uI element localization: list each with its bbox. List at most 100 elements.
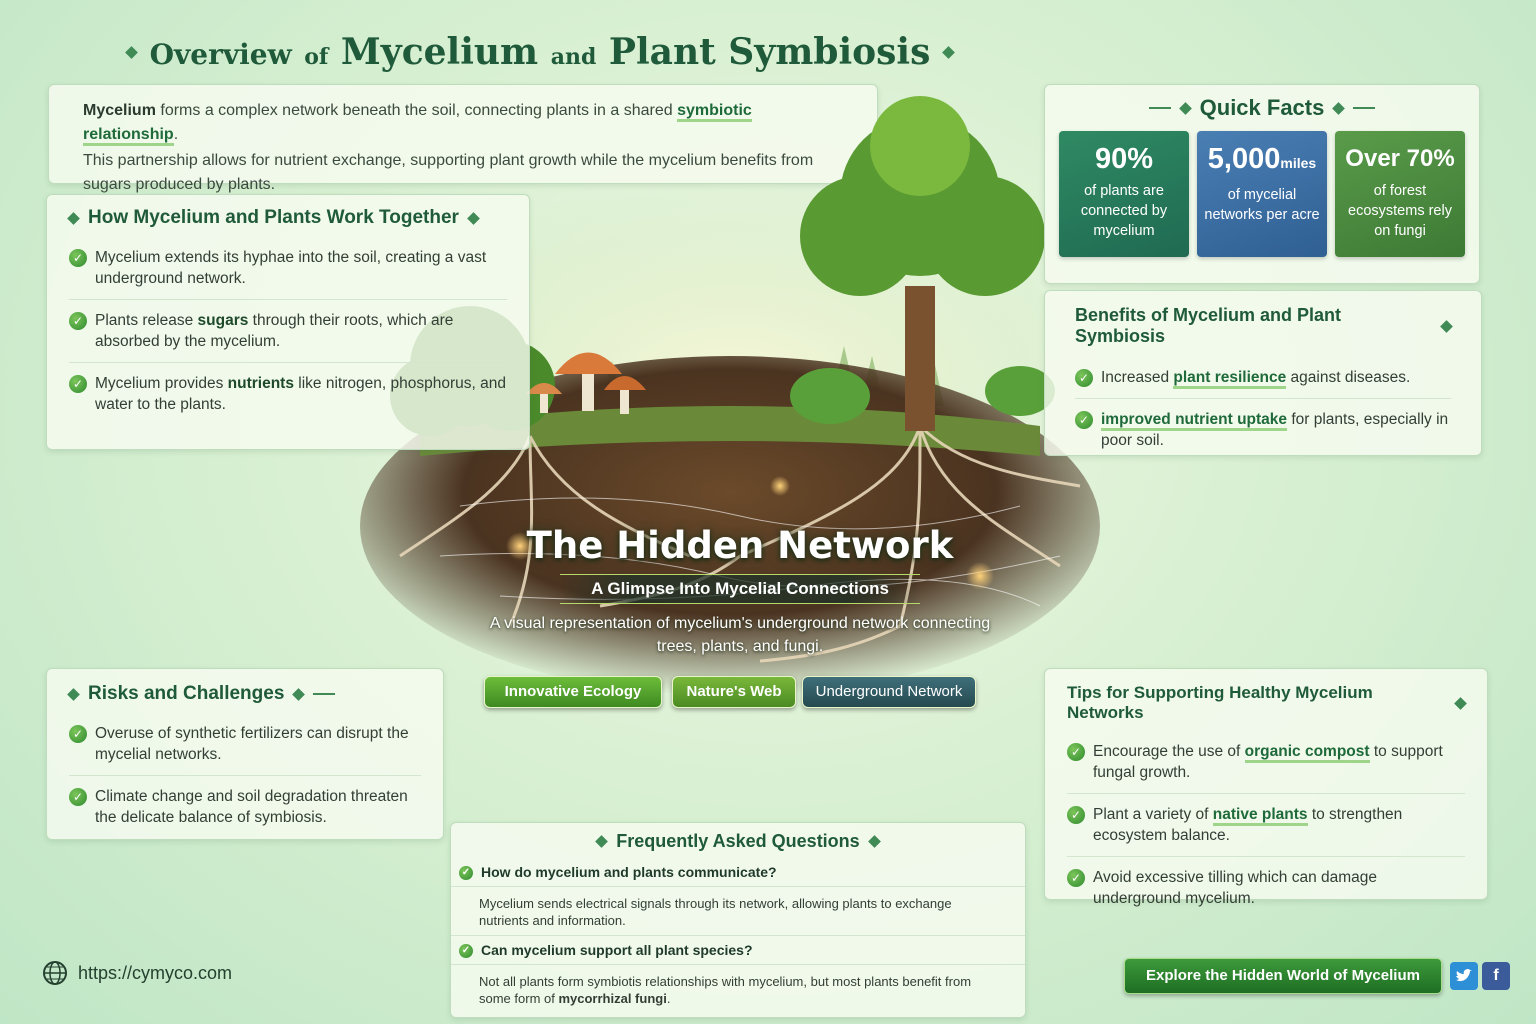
- fact-desc: of plants are connected by mycelium: [1080, 183, 1168, 239]
- twitter-bird-glyph: [1456, 969, 1472, 982]
- how-heading: How Mycelium and Plants Work Together: [67, 207, 507, 229]
- faq-title: Frequently Asked Questions: [616, 831, 860, 851]
- how-title: How Mycelium and Plants Work Together: [88, 207, 459, 228]
- faq-question[interactable]: ✓ Can mycelium support all plant species…: [451, 936, 1025, 965]
- item-text-pre: Mycelium provides: [95, 375, 228, 392]
- quick-facts-title: Quick Facts: [1199, 95, 1325, 120]
- item-text-post: like nitrogen, phosphorus, and water to …: [95, 375, 506, 413]
- glow-spot: [966, 562, 994, 590]
- risks-card: Risks and Challenges ✓ Overuse of synthe…: [46, 668, 444, 840]
- fact-number: Over 70%: [1335, 141, 1465, 177]
- grass-line: [420, 406, 1040, 456]
- list-item: ✓ Mycelium provides nutrients like nitro…: [69, 363, 507, 425]
- glow-spot: [506, 532, 534, 560]
- list-item: ✓ Avoid excessive tilling which can dama…: [1067, 857, 1465, 919]
- tips-title: Tips for Supporting Healthy Mycelium Net…: [1067, 683, 1373, 722]
- item-text: Plant a variety of native plants to stre…: [1093, 804, 1465, 846]
- item-bold: nutrients: [227, 375, 294, 392]
- check-icon: ✓: [459, 944, 473, 958]
- check-icon: ✓: [1075, 411, 1093, 429]
- hero-title: The Hidden Network: [526, 524, 954, 567]
- list-item: ✓ Plant a variety of native plants to st…: [1067, 794, 1465, 857]
- fact-number: 5,000miles: [1197, 141, 1327, 181]
- check-icon: ✓: [1067, 869, 1085, 887]
- list-item: ✓ Overuse of synthetic fertilizers can d…: [69, 713, 421, 776]
- title-main: Mycelium: [340, 31, 539, 73]
- intro-text-end: .: [173, 126, 179, 143]
- tree-trunk: [905, 286, 935, 431]
- glow-spot: [770, 476, 790, 496]
- faq-question-text: Can mycelium support all plant species?: [481, 942, 753, 958]
- item-text-post: to strengthen ecosystem balance.: [1093, 806, 1403, 844]
- twitter-icon[interactable]: [1450, 962, 1478, 990]
- hero-description: A visual representation of mycelium's un…: [489, 615, 991, 655]
- list-item: ✓ Climate change and soil degradation th…: [69, 776, 421, 838]
- explore-button[interactable]: Explore the Hidden World of Mycelium: [1124, 958, 1442, 994]
- item-bold: sugars: [197, 312, 249, 329]
- fact-tile-forests: Over 70% of forest ecosystems rely on fu…: [1335, 131, 1465, 257]
- fact-desc: of forest ecosystems rely on fungi: [1348, 183, 1452, 239]
- item-text-post: through their roots, which are absorbed …: [95, 312, 454, 350]
- check-icon: ✓: [459, 866, 473, 880]
- faq-answer: Mycelium sends electrical signals throug…: [451, 887, 1025, 936]
- item-text-pre: Plants release: [95, 312, 198, 329]
- intro-line2: This partnership allows for nutrient exc…: [83, 152, 814, 193]
- tag-natures-web[interactable]: Nature's Web: [672, 676, 796, 708]
- item-text: Avoid excessive tilling which can damage…: [1093, 869, 1378, 907]
- check-icon: ✓: [69, 788, 87, 806]
- website-url: https://cymyco.com: [78, 962, 233, 983]
- page-title: Overview of Mycelium and Plant Symbiosis: [150, 31, 931, 73]
- title-and: and: [550, 44, 597, 70]
- hero-subtitle: A Glimpse Into Mycelial Connections: [560, 574, 920, 604]
- check-icon: ✓: [1075, 369, 1093, 387]
- item-highlight: plant resilience: [1173, 369, 1287, 389]
- item-text-post: for plants, especially in poor soil.: [1101, 411, 1449, 449]
- item-text: Encourage the use of organic compost to …: [1093, 741, 1465, 783]
- quick-facts-card: Quick Facts 90% of plants are connected …: [1044, 84, 1480, 284]
- faq-answer: Not all plants form symbiotis relationsh…: [451, 965, 1025, 1013]
- mushrooms: [526, 352, 646, 414]
- faq-answer-bold: mycorrhizal fungi: [558, 991, 667, 1006]
- list-item: ✓ Mycelium extends its hyphae into the s…: [69, 237, 507, 300]
- diamond-icon: [1454, 696, 1467, 710]
- fact-value: Over 70%: [1345, 145, 1455, 172]
- title-end: Plant Symbiosis: [608, 31, 931, 73]
- item-text: Climate change and soil degradation thre…: [95, 788, 408, 826]
- facebook-icon[interactable]: f: [1482, 962, 1510, 990]
- diamond-icon: [1178, 101, 1192, 115]
- faq-heading: Frequently Asked Questions: [451, 831, 1025, 852]
- tree-canopy: [800, 96, 1045, 296]
- fact-value: 90%: [1094, 143, 1154, 175]
- item-text: Increased plant resilience against disea…: [1101, 367, 1410, 389]
- risks-title: Risks and Challenges: [88, 683, 285, 704]
- list-item: ✓ Increased plant resilience against dis…: [1075, 357, 1451, 399]
- item-text-pre: Plant a variety of: [1093, 806, 1213, 823]
- faq-question-text: How do mycelium and plants communicate?: [481, 864, 777, 880]
- list-item: ✓ Plants release sugars through their ro…: [69, 300, 507, 363]
- benefits-heading: Benefits of Mycelium and Plant Symbiosis: [1075, 305, 1453, 347]
- faq-question[interactable]: ✓ How do mycelium and plants communicate…: [451, 858, 1025, 887]
- item-text-pre: Increased: [1101, 369, 1174, 386]
- item-highlight: improved nutrient uptake: [1101, 411, 1288, 431]
- risks-heading: Risks and Challenges: [67, 683, 421, 705]
- fact-tile-miles: 5,000miles of mycelial networks per acre: [1197, 131, 1327, 257]
- website-link[interactable]: https://cymyco.com: [42, 960, 232, 986]
- tips-card: Tips for Supporting Healthy Mycelium Net…: [1044, 668, 1488, 907]
- diamond-icon: [67, 211, 80, 225]
- item-text-pre: Encourage the use of: [1093, 743, 1245, 760]
- tag-underground-network[interactable]: Underground Network: [802, 676, 976, 708]
- diamond-icon: [867, 835, 881, 848]
- item-text: improved nutrient uptake for plants, esp…: [1101, 409, 1451, 451]
- fern-plants: [790, 366, 1055, 424]
- fact-tile-plants: 90% of plants are connected by mycelium: [1059, 131, 1189, 257]
- faq-answer-end: .: [666, 991, 671, 1006]
- diamond-icon: [67, 687, 80, 701]
- faq-card: Frequently Asked Questions ✓ How do myce…: [450, 822, 1026, 1018]
- list-item: ✓ Encourage the use of organic compost t…: [1067, 731, 1465, 794]
- globe-icon: [43, 961, 67, 985]
- intro-highlight: symbiotic relationship: [83, 102, 752, 146]
- item-highlight: native plants: [1212, 806, 1308, 826]
- intro-bold: Mycelium: [83, 102, 156, 119]
- diamond-icon: [467, 211, 480, 225]
- tag-innovative-ecology[interactable]: Innovative Ecology: [484, 676, 662, 708]
